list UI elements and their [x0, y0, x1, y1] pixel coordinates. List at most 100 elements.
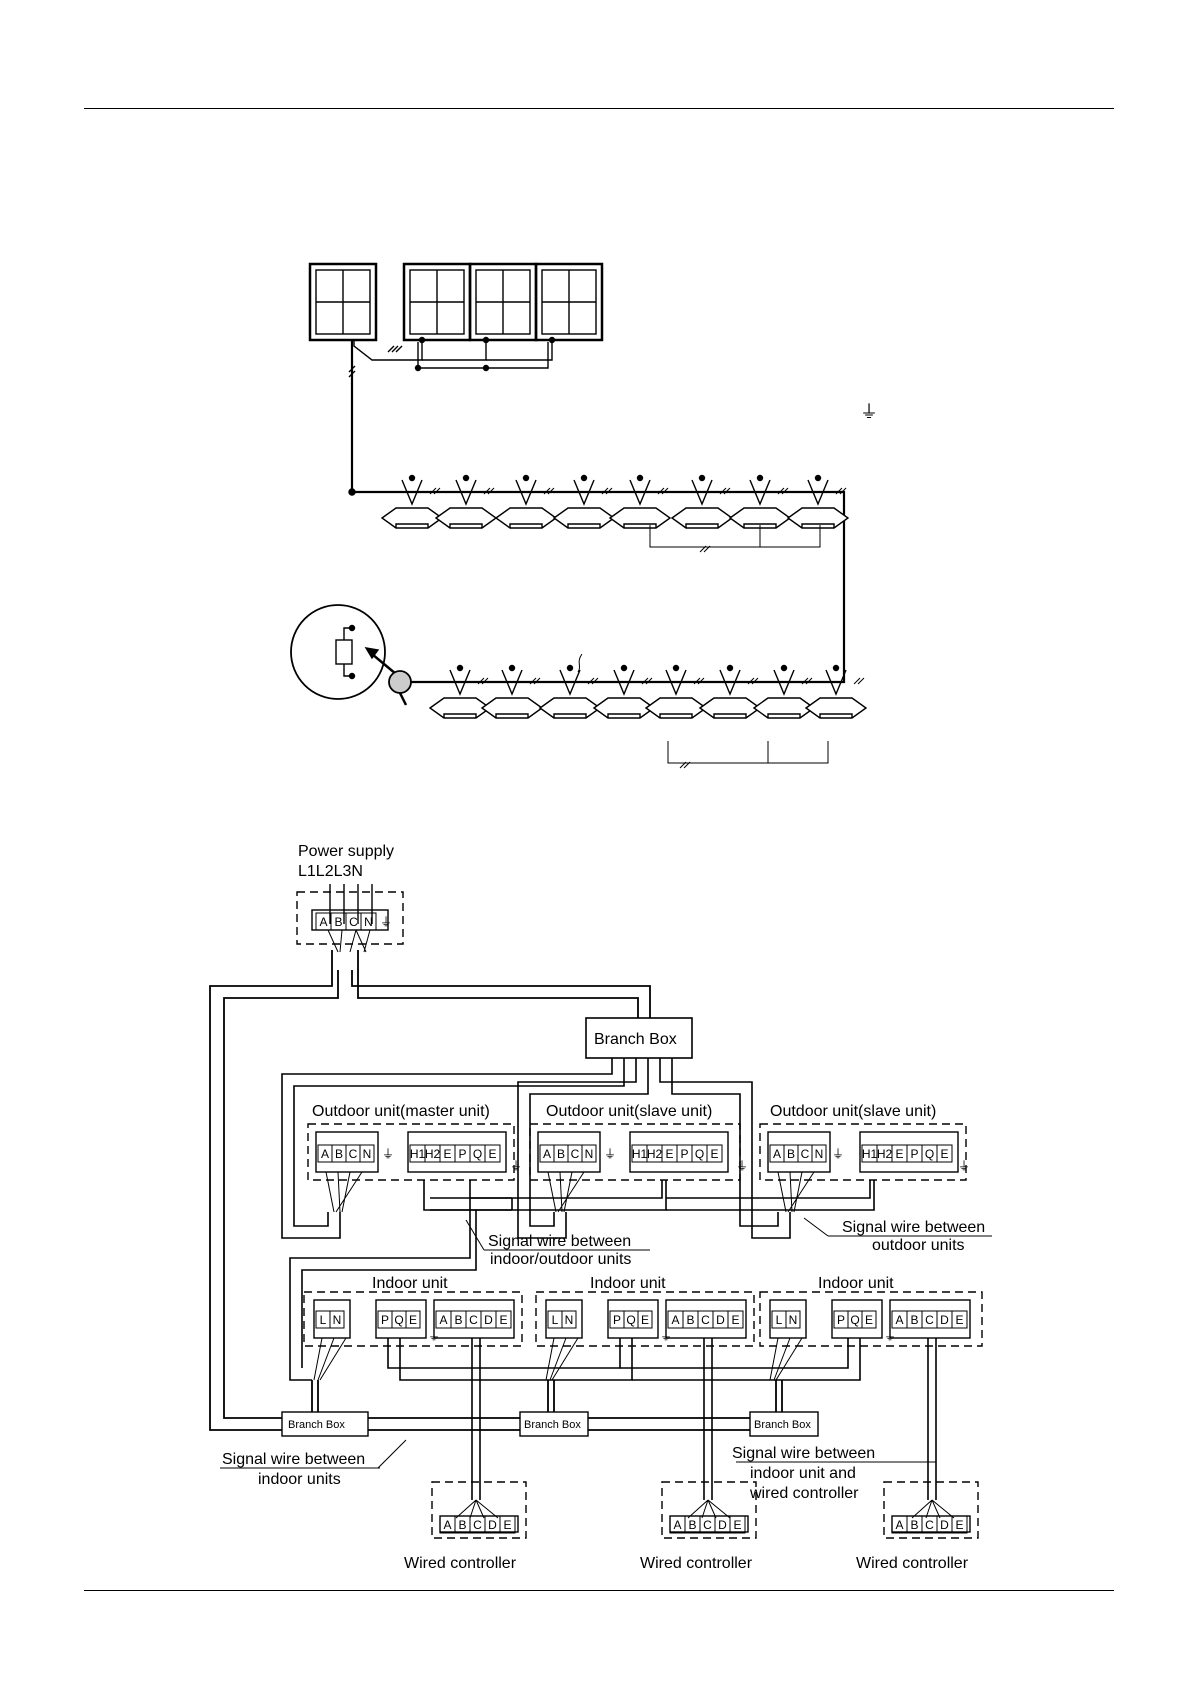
power-supply-block: [296, 884, 404, 953]
wired-controller2-terminal-letter: A: [673, 1518, 681, 1532]
outdoor1-power-terminal-letter: B: [335, 1147, 343, 1161]
indoor-row-lower: [428, 664, 868, 719]
outdoor-unit-master: [307, 1123, 515, 1181]
outdoor3-power-terminal-letter: B: [787, 1147, 795, 1161]
wired-controller2-terminal-letter: C: [703, 1518, 712, 1532]
indoor1-signal-terminal-letter: Q: [394, 1313, 403, 1327]
annot-controller-2: indoor unit and: [750, 1465, 856, 1482]
wired-controller1-terminal-letter: B: [458, 1518, 466, 1532]
indoor3-controller-terminal-letter: E: [955, 1313, 963, 1327]
outdoor2-signal-terminal-letter: H1: [632, 1147, 648, 1161]
wired-controller3-terminal-letter: A: [895, 1518, 903, 1532]
indoor-unit-icon-upper-7: [728, 474, 792, 529]
wired-controller1-terminal-letter: E: [503, 1518, 511, 1532]
outdoor3-power-terminal-letter: N: [815, 1147, 824, 1161]
outdoor3-signal-terminal-cell: [936, 1144, 953, 1163]
indoor2-signal-terminal-letter: P: [613, 1313, 621, 1327]
wired-controller2-terminal-cell: [729, 1515, 746, 1534]
indoor1-signal-terminal-cell: [405, 1310, 421, 1329]
outdoor3-signal-terminal-letter: E: [940, 1147, 948, 1161]
indoor2-power-terminal-cell: [561, 1310, 577, 1329]
indoor3-controller-terminal-cell: [951, 1310, 968, 1329]
wired-controller1-terminal-letter: A: [443, 1518, 451, 1532]
indoor-unit-label-1: Indoor unit: [372, 1275, 448, 1292]
indoor-unit-icon-lower-5: [644, 664, 708, 719]
indoor-unit-icon-upper-2: [434, 474, 498, 529]
indoor3-controller-terminal-letter: B: [910, 1313, 918, 1327]
indoor-unit-icon-upper-3: [494, 474, 558, 529]
branch-box-small-2: [519, 1411, 589, 1437]
indoor-unit-label-2: Indoor unit: [590, 1275, 666, 1292]
outdoor-unit-slave-2: [759, 1123, 967, 1181]
outdoor-module-slave-2: [468, 262, 538, 342]
indoor1-power-terminal-letter: L: [320, 1313, 327, 1327]
indoor-unit-icon-lower-4: [592, 664, 656, 719]
outdoor-unit-label-3: Outdoor unit(slave unit): [770, 1103, 936, 1120]
outdoor1-power-terminal-letter: N: [363, 1147, 372, 1161]
outdoor-module-slave-1: [402, 262, 472, 342]
indoor-unit-icon-upper-8: [786, 474, 850, 529]
power-supply-title: Power supply: [298, 843, 394, 860]
indoor-unit-icon-lower-2: [480, 664, 544, 719]
outdoor3-signal-terminal-letter: H2: [877, 1147, 893, 1161]
outdoor3-signal-terminal-letter: H1: [862, 1147, 878, 1161]
ground-terminal-icon: ⏚: [958, 1159, 970, 1173]
indoor3-power-terminal-letter: N: [789, 1313, 798, 1327]
supply-terminal-letter: N: [364, 915, 373, 929]
outdoor3-power-terminal-letter: A: [773, 1147, 781, 1161]
outdoor2-power-terminal-letter: N: [585, 1147, 594, 1161]
wired-controller1-terminal-letter: D: [488, 1518, 497, 1532]
annot-indoor-1: Signal wire between: [222, 1451, 365, 1468]
indoor-unit-icon-lower-8: [804, 664, 868, 719]
supply-terminal-letter: A: [319, 915, 327, 929]
ground-terminal-icon: ⏚: [382, 1147, 394, 1161]
outdoor1-power-terminal-letter: C: [349, 1147, 358, 1161]
indoor3-signal-terminal-cell: [861, 1310, 877, 1329]
outdoor-unit-slave-1: [529, 1123, 741, 1181]
outdoor3-signal-terminal-letter: P: [910, 1147, 918, 1161]
indoor1-signal-terminal-letter: P: [381, 1313, 389, 1327]
wired-controller3-terminal-letter: C: [925, 1518, 934, 1532]
indoor-unit-icon-upper-5: [608, 474, 672, 529]
outdoor2-signal-terminal-letter: E: [665, 1147, 673, 1161]
branch-box-main-label: Branch Box: [594, 1031, 677, 1048]
ground-terminal-icon: ⏚: [660, 1329, 672, 1343]
indoor1-controller-terminal-letter: D: [484, 1313, 493, 1327]
indoor-unit-icon-upper-1: [380, 474, 444, 529]
indoor3-controller-terminal-letter: D: [940, 1313, 949, 1327]
indoor1-power-terminal-cell: [329, 1310, 345, 1329]
indoor-unit-icon-lower-3: [538, 664, 602, 719]
terminal-resistor: [290, 604, 412, 706]
indoor2-signal-terminal-letter: E: [641, 1313, 649, 1327]
ground-terminal-icon: ⏚: [604, 1147, 616, 1161]
annot-in-out-2: indoor/outdoor units: [490, 1251, 631, 1268]
indoor1-power-terminal-letter: N: [333, 1313, 342, 1327]
wired-controller3-terminal-cell: [951, 1515, 968, 1534]
supply-terminal-letter: B: [334, 915, 342, 929]
ground-terminal-icon: ⏚: [428, 1329, 440, 1343]
outdoor-module-master: [308, 262, 378, 342]
wired-controller2-terminal-letter: B: [688, 1518, 696, 1532]
outdoor1-signal-terminal-letter: P: [458, 1147, 466, 1161]
system-overview-diagram: [290, 262, 868, 769]
wired-controller1-terminal-letter: C: [473, 1518, 482, 1532]
outdoor2-signal-terminal-letter: Q: [695, 1147, 704, 1161]
header-rule: [84, 108, 1114, 109]
outdoor-module-slave-3: [534, 262, 604, 342]
branch-box-small-3: [749, 1411, 819, 1437]
indoor-unit-2: [535, 1291, 755, 1347]
indoor-unit-label-3: Indoor unit: [818, 1275, 894, 1292]
outdoor2-signal-terminal-cell: [706, 1144, 723, 1163]
outdoor-unit-label-2: Outdoor unit(slave unit): [546, 1103, 712, 1120]
indoor1-controller-terminal-letter: E: [499, 1313, 507, 1327]
indoor1-controller-terminal-letter: A: [439, 1313, 447, 1327]
indoor3-signal-terminal-letter: E: [865, 1313, 873, 1327]
wired-controller1-terminal-cell: [499, 1515, 516, 1534]
wired-controller3-terminal-letter: D: [940, 1518, 949, 1532]
wired-controller2-terminal-letter: E: [733, 1518, 741, 1532]
outdoor1-signal-terminal-letter: Q: [473, 1147, 482, 1161]
outdoor2-power-terminal-cell: [581, 1144, 597, 1163]
outdoor3-power-terminal-cell: [811, 1144, 827, 1163]
wired-controller3-terminal-letter: E: [955, 1518, 963, 1532]
ground-terminal-icon: ⏚: [884, 1329, 896, 1343]
